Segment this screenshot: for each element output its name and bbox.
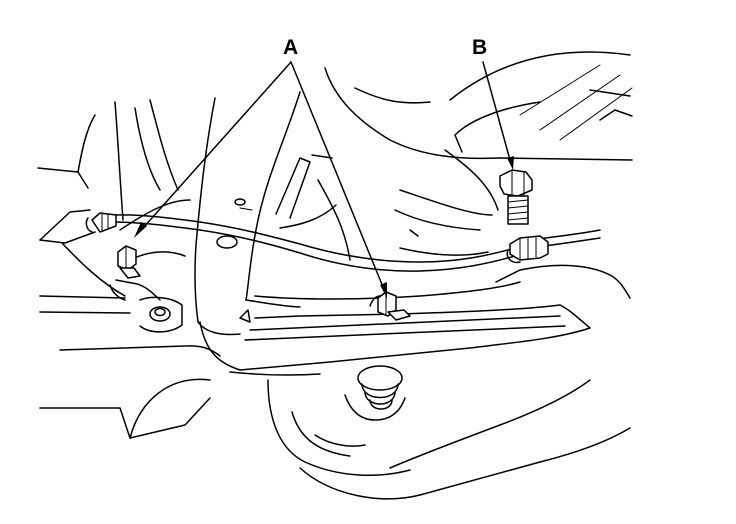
callout-a-label: A <box>283 36 298 59</box>
left-fitting <box>85 212 117 233</box>
leader-lines <box>134 61 514 298</box>
crossmember <box>194 91 301 336</box>
lower-housing <box>229 365 631 500</box>
mount-stud-left <box>139 296 183 333</box>
body-panel-upper <box>324 51 633 211</box>
right-fitting <box>506 235 549 264</box>
arrowhead-a-left <box>134 222 147 238</box>
body-frame-left <box>37 99 221 439</box>
arrowhead-b <box>507 156 514 170</box>
clip-a-center <box>369 291 411 321</box>
arrowhead-a-center <box>380 282 387 298</box>
callout-b-label: B <box>472 36 487 59</box>
bolt-b <box>499 169 533 225</box>
lower-subframe <box>199 264 631 371</box>
inner-frame <box>275 154 493 261</box>
